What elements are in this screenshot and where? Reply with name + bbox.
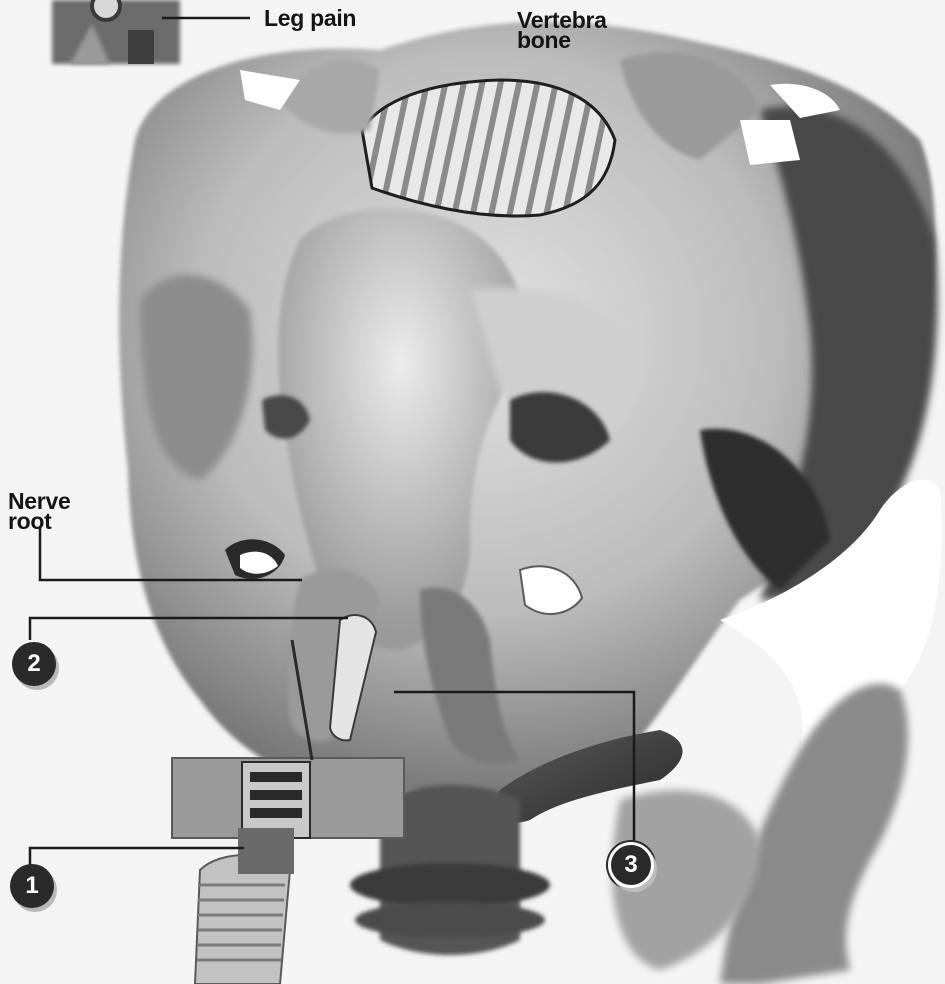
nerve-root-label-line-2: root (8, 511, 70, 531)
marker-3: 3 (608, 842, 654, 888)
marker-2: 2 (12, 642, 56, 686)
leg-pain-label: Leg pain (264, 8, 356, 28)
thumbnail-inset (52, 0, 180, 64)
vertebra-bone-label-line-2: bone (517, 30, 607, 50)
marker-1: 1 (10, 864, 54, 908)
nerve-root-label: Nerve root (8, 491, 70, 531)
vertebra-bone-label: Vertebra bone (517, 10, 607, 50)
